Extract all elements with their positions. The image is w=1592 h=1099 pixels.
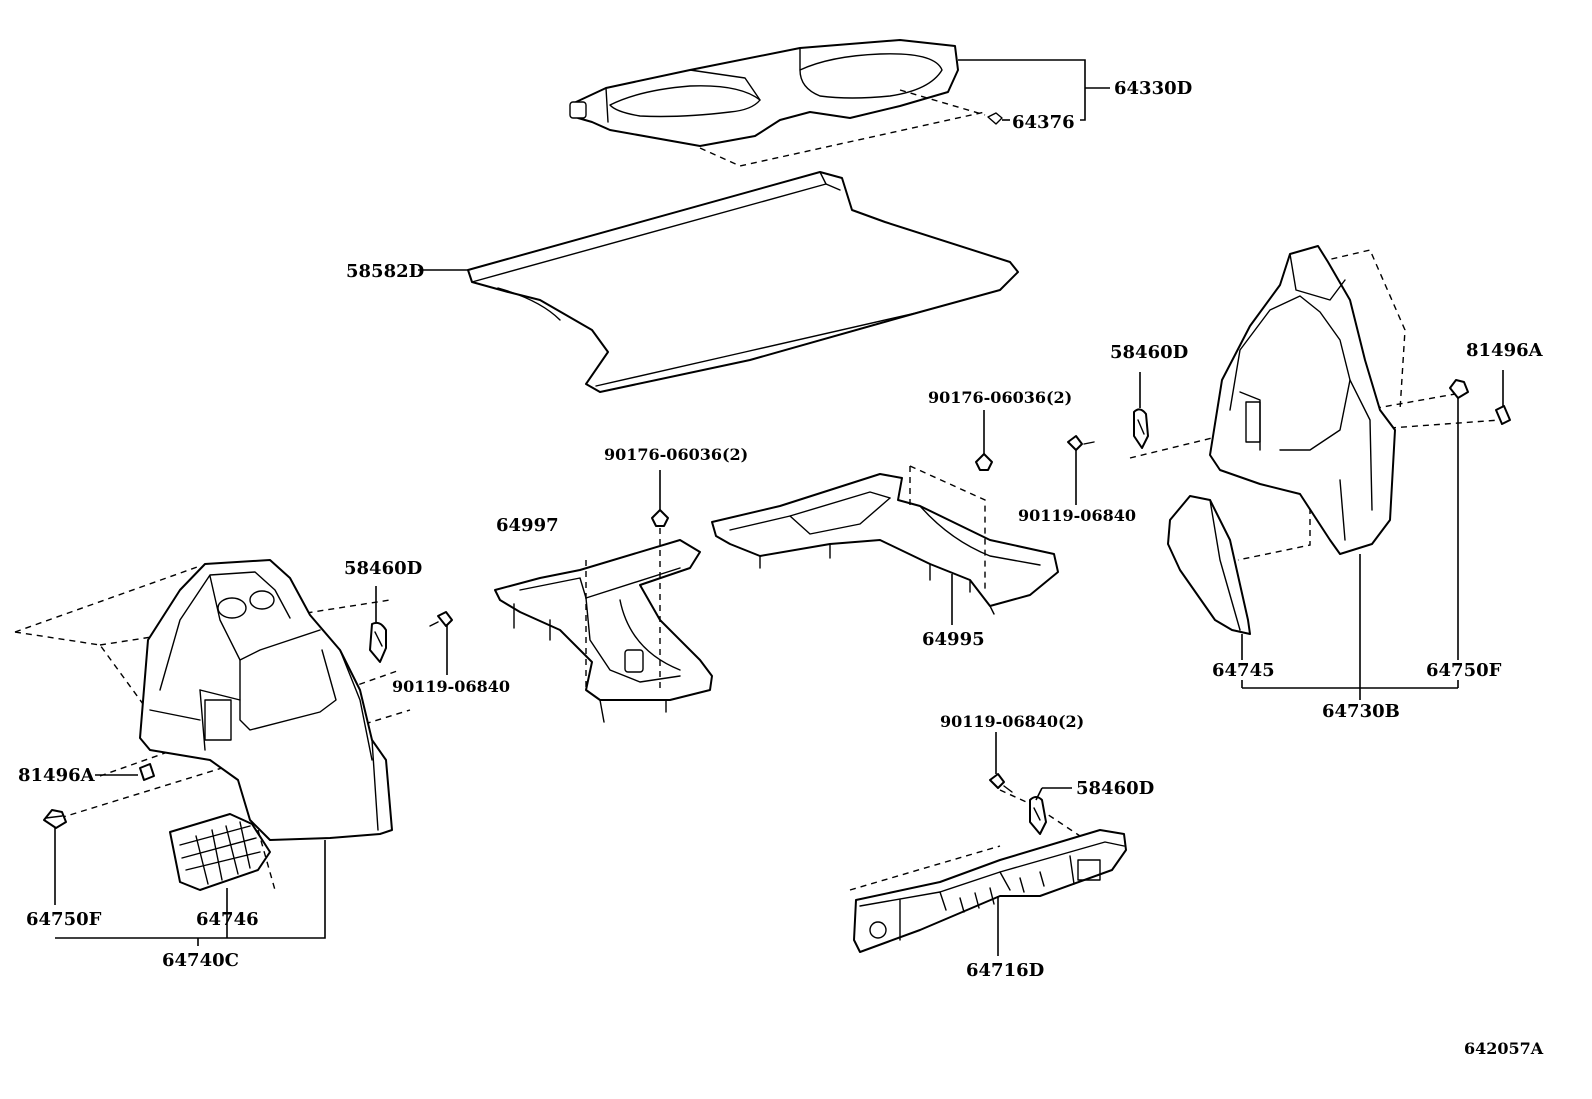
clip-icon[interactable]: [1449, 379, 1469, 399]
clip-icon[interactable]: [1495, 405, 1511, 425]
cover-sheet-icon[interactable]: [467, 171, 1019, 393]
grille-icon[interactable]: [169, 813, 271, 891]
screw-icon[interactable]: [1067, 435, 1095, 451]
screw-icon[interactable]: [429, 611, 453, 627]
floor-board-front-icon[interactable]: [494, 539, 713, 723]
hook-icon[interactable]: [369, 621, 387, 663]
label-58460D-right: 58460D: [1110, 342, 1188, 363]
label-64740C: 64740C: [162, 950, 239, 971]
reference-code: 642057A: [1464, 1039, 1544, 1058]
label-64716D: 64716D: [966, 960, 1044, 981]
label-90176-right: 90176-06036(2): [928, 388, 1072, 407]
clip-icon[interactable]: [987, 112, 1003, 125]
label-58460D-bottom: 58460D: [1076, 778, 1154, 799]
clip-icon[interactable]: [975, 453, 993, 471]
label-90119-right: 90119-06840: [1018, 506, 1136, 525]
label-90119-2: 90119-06840(2): [940, 712, 1084, 731]
label-64730B: 64730B: [1322, 701, 1400, 722]
package-tray-trim-icon[interactable]: [569, 39, 959, 147]
label-90119-left: 90119-06840: [392, 677, 510, 696]
label-64750F-left: 64750F: [26, 909, 102, 930]
label-64376: 64376: [1012, 112, 1075, 133]
label-64746: 64746: [196, 909, 259, 930]
clip-icon[interactable]: [139, 763, 155, 781]
label-64997: 64997: [496, 515, 559, 536]
clip-icon[interactable]: [43, 809, 67, 829]
label-58460D-left: 58460D: [344, 558, 422, 579]
panel-icon[interactable]: [1167, 495, 1251, 635]
clip-icon[interactable]: [651, 509, 669, 527]
screw-icon[interactable]: [989, 773, 1013, 793]
label-64750F-right: 64750F: [1426, 660, 1502, 681]
label-81496A-left: 81496A: [18, 765, 96, 786]
deck-side-trim-left-icon[interactable]: [139, 559, 393, 841]
label-90176-left: 90176-06036(2): [604, 445, 748, 464]
hook-icon[interactable]: [1029, 796, 1047, 835]
scuff-plate-icon[interactable]: [853, 829, 1127, 953]
floor-board-rear-icon[interactable]: [711, 473, 1059, 615]
label-58582D: 58582D: [346, 261, 424, 282]
hook-icon[interactable]: [1133, 408, 1149, 449]
label-64330D: 64330D: [1114, 78, 1192, 99]
label-64995: 64995: [922, 629, 985, 650]
deck-side-trim-right-icon[interactable]: [1209, 245, 1396, 555]
label-81496A-right: 81496A: [1466, 340, 1544, 361]
label-64745: 64745: [1212, 660, 1275, 681]
